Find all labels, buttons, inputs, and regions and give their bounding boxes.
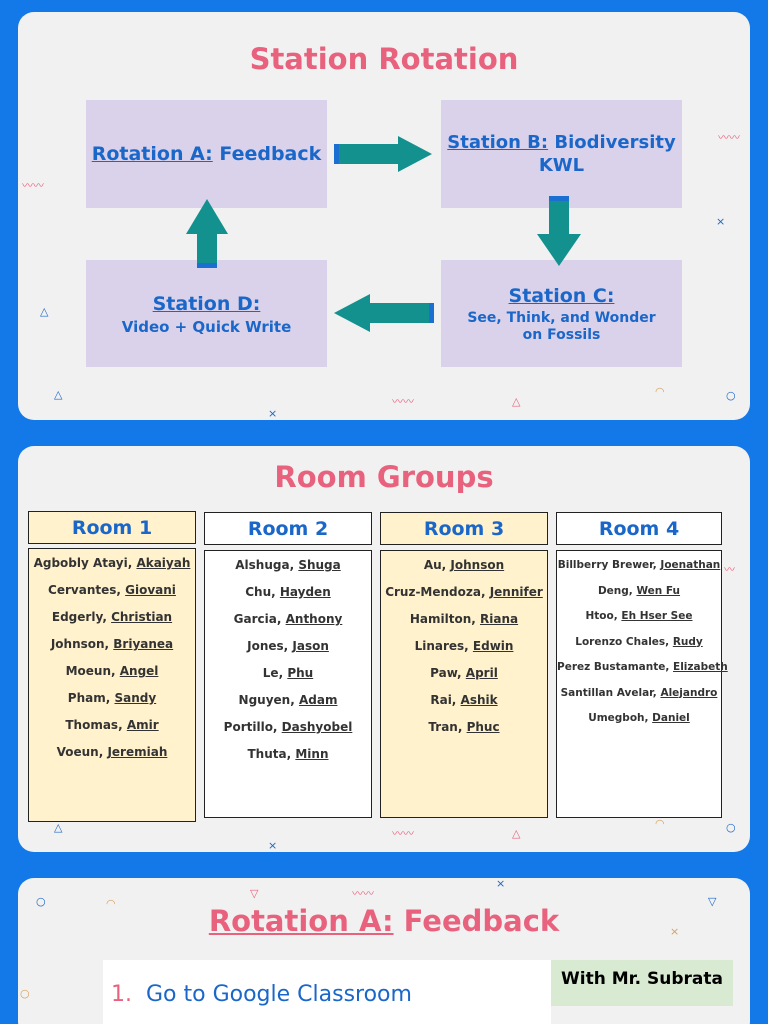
list-item: Jones, Jason [247,639,329,653]
triangle-icon: △ [512,827,521,840]
room-1-header: Room 1 [28,511,196,544]
triangle-icon: ▽ [250,887,259,900]
list-item: Linares, Edwin [414,639,514,653]
squiggle-icon: 〰〰 [392,827,414,840]
teacher-label: With Mr. Subrata [551,960,733,1006]
squiggle-icon: 〰〰 [392,395,414,408]
list-item: Billberry Brewer, Joenathan [557,559,721,571]
list-item: Thomas, Amir [65,718,159,732]
cross-icon: × [496,878,506,890]
squiggle-icon: 〰〰 [352,887,374,900]
list-item: Umegboh, Daniel [588,712,690,724]
list-item: Garcia, Anthony [233,612,343,626]
arrow-up-icon [186,199,228,268]
list-item: Edgerly, Christian [51,610,173,624]
shape-icon: ◠ [106,897,116,910]
room-2-list: Alshuga, Shuga Chu, Hayden Garcia, Antho… [204,550,372,818]
station-a-label: Rotation A: Feedback [91,143,322,165]
list-item: Portillo, Dashyobel [223,720,353,734]
circle-icon: ○ [36,895,46,908]
list-item: Le, Phu [262,666,314,680]
list-item: Perez Bustamante, Elizabeth [557,661,728,673]
list-item: Alshuga, Shuga [235,558,341,572]
triangle-icon: △ [54,388,63,401]
rotation-a-link[interactable]: Rotation A: [208,904,394,938]
circle-icon: ○ [726,821,736,834]
room-3-header: Room 3 [380,512,548,545]
list-item: Thuta, Minn [247,747,329,761]
list-item: Cervantes, Giovani [48,583,176,597]
station-b-link[interactable]: Station B: [447,132,549,153]
station-c-subtitle: See, Think, and Wonder on Fossils [467,309,656,343]
list-item: Lorenzo Chales, Rudy [575,635,703,648]
room-2-header: Room 2 [204,512,372,545]
slide-title: Room Groups [274,460,494,494]
list-item: Chu, Hayden [245,585,331,599]
instructions-box: 1. Go to Google Classroom [103,960,551,1024]
squiggle-icon: 〰 [724,563,735,576]
list-item: Au, Johnson [423,558,505,572]
room-4-list: Billberry Brewer, Joenathan Deng, Wen Fu… [556,550,728,818]
slide-title: Station Rotation [249,42,519,76]
cross-icon: × [268,407,278,420]
list-item: Nguyen, Adam [238,693,338,707]
room-3-list: Au, Johnson Cruz-Mendoza, Jennifer Hamil… [380,550,548,818]
cross-icon: × [716,215,726,228]
station-rotation-slide: Station Rotation Rotation A: Feedback St… [18,12,750,420]
step-number: 1. [111,982,132,1007]
station-d-label: Station D: [153,292,261,316]
station-c-box: Station C: See, Think, and Wonder on Fos… [441,260,682,367]
cross-icon: × [268,839,278,852]
list-item: Agbobly Atayi, Akaiyah [33,556,191,570]
list-item: Pham, Sandy [67,691,157,705]
list-item: Santillan Avelar, Alejandro [560,686,718,699]
list-item: Johnson, Briyanea [50,637,174,651]
squiggle-icon: 〰〰 [718,131,740,144]
step-1: 1. Go to Google Classroom [111,982,412,1007]
room-1-list: Agbobly Atayi, Akaiyah Cervantes, Giovan… [28,548,196,822]
station-a-box: Rotation A: Feedback [86,100,327,208]
list-item: Tran, Phuc [428,720,500,734]
triangle-icon: ▽ [708,895,717,908]
shape-icon: ◠ [655,817,665,830]
station-a-link[interactable]: Rotation A: [91,143,213,165]
arrow-down-icon [537,196,581,266]
triangle-icon: △ [512,395,521,408]
list-item: Htoo, Eh Hser See [585,610,693,622]
station-c-link[interactable]: Station C: [508,284,615,307]
station-d-link[interactable]: Station D: [152,292,261,315]
arrow-left-icon [334,294,434,332]
list-item: Paw, April [430,666,498,680]
step-text: Go to Google Classroom [146,982,412,1007]
shape-icon: ◠ [655,385,665,398]
list-item: Moeun, Angel [65,664,159,678]
station-d-box: Station D: Video + Quick Write [86,260,327,367]
slide-title: Rotation A: Feedback [208,904,560,938]
list-item: Deng, Wen Fu [597,584,681,597]
list-item: Cruz-Mendoza, Jennifer [385,585,543,599]
triangle-icon: △ [54,821,63,834]
list-item: Voeun, Jeremiah [56,745,168,759]
triangle-icon: △ [40,305,49,318]
squiggle-icon: 〰〰 [22,179,44,192]
station-b-label: Station B: Biodiversity KWL [447,132,676,176]
cross-icon: × [670,925,680,938]
station-c-label: Station C: [509,284,615,308]
circle-icon: ○ [726,389,736,402]
list-item: Hamilton, Riana [409,612,519,626]
station-b-box: Station B: Biodiversity KWL [441,100,682,208]
list-item: Rai, Ashik [430,693,498,707]
arrow-right-icon [334,136,432,172]
station-d-subtitle: Video + Quick Write [121,317,292,336]
room-4-header: Room 4 [556,512,722,545]
rotation-a-slide: Rotation A: Feedback 1. Go to Google Clas… [18,878,750,1024]
room-groups-slide: Room Groups Room 1 Agbobly Atayi, Akaiya… [18,446,750,852]
rotation-arrows [186,136,581,332]
circle-icon: ○ [20,987,30,1000]
